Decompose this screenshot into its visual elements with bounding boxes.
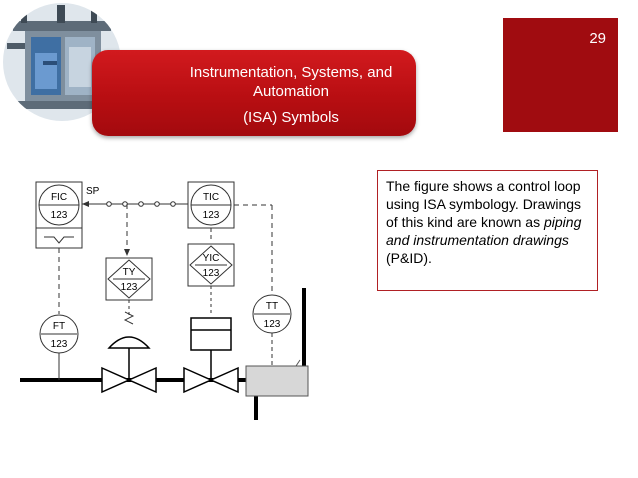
- caption-text-main: The figure shows a control loop using IS…: [386, 178, 582, 230]
- tt-tag: TT: [266, 301, 278, 312]
- fic-tag: FIC: [51, 192, 67, 203]
- slide-title: Instrumentation, Systems, and Automation: [166, 63, 416, 101]
- tic-tag: TIC: [203, 192, 219, 203]
- yic-tag: YIC: [203, 253, 220, 264]
- caption-text-end: (P&ID).: [386, 250, 432, 266]
- ty-tag: TY: [123, 267, 136, 278]
- title-line-2: Automation: [253, 83, 329, 100]
- title-line-1: Instrumentation, Systems, and: [189, 64, 393, 81]
- tic-number: 123: [203, 210, 220, 221]
- piston-actuator-icon: [190, 317, 232, 351]
- valve2-body-left: [183, 366, 213, 394]
- data-link-node: [170, 201, 176, 207]
- ft-number: 123: [51, 339, 68, 350]
- fic-function-symbol: [44, 236, 74, 244]
- data-link-node: [154, 201, 160, 207]
- valve2-body-right: [209, 366, 239, 394]
- page-number: 29: [589, 30, 606, 47]
- sp-arrow-icon: [82, 201, 89, 207]
- valve1-body-left: [101, 366, 131, 394]
- sp-label: SP: [86, 186, 100, 197]
- title-banner: [92, 50, 416, 136]
- page-number-box: 29: [503, 18, 618, 132]
- diaphragm-actuator-icon: [107, 336, 151, 349]
- process-vessel: [245, 365, 309, 397]
- valve1-body-right: [127, 366, 157, 394]
- ft-tag: FT: [53, 321, 65, 332]
- yic-number: 123: [203, 268, 220, 279]
- data-link-node: [106, 201, 112, 207]
- pneumatic-signal-icon: [123, 311, 135, 325]
- tt-number: 123: [264, 319, 281, 330]
- data-link-node: [138, 201, 144, 207]
- pid-diagram: FIC 123 SP TIC 123 TY 123 YIC 123 TT 123…: [20, 181, 309, 420]
- caption-text-italic: piping and instrumentation drawings: [386, 214, 582, 248]
- vessel-connector: [295, 359, 301, 367]
- ty-number: 123: [121, 282, 138, 293]
- caption-box: The figure shows a control loop using IS…: [377, 170, 598, 291]
- title-line-3: (ISA) Symbols: [243, 109, 339, 126]
- ty-arrow-icon: [124, 249, 130, 256]
- caption-text: The figure shows a control loop using IS…: [386, 177, 589, 267]
- fic-number: 123: [51, 210, 68, 221]
